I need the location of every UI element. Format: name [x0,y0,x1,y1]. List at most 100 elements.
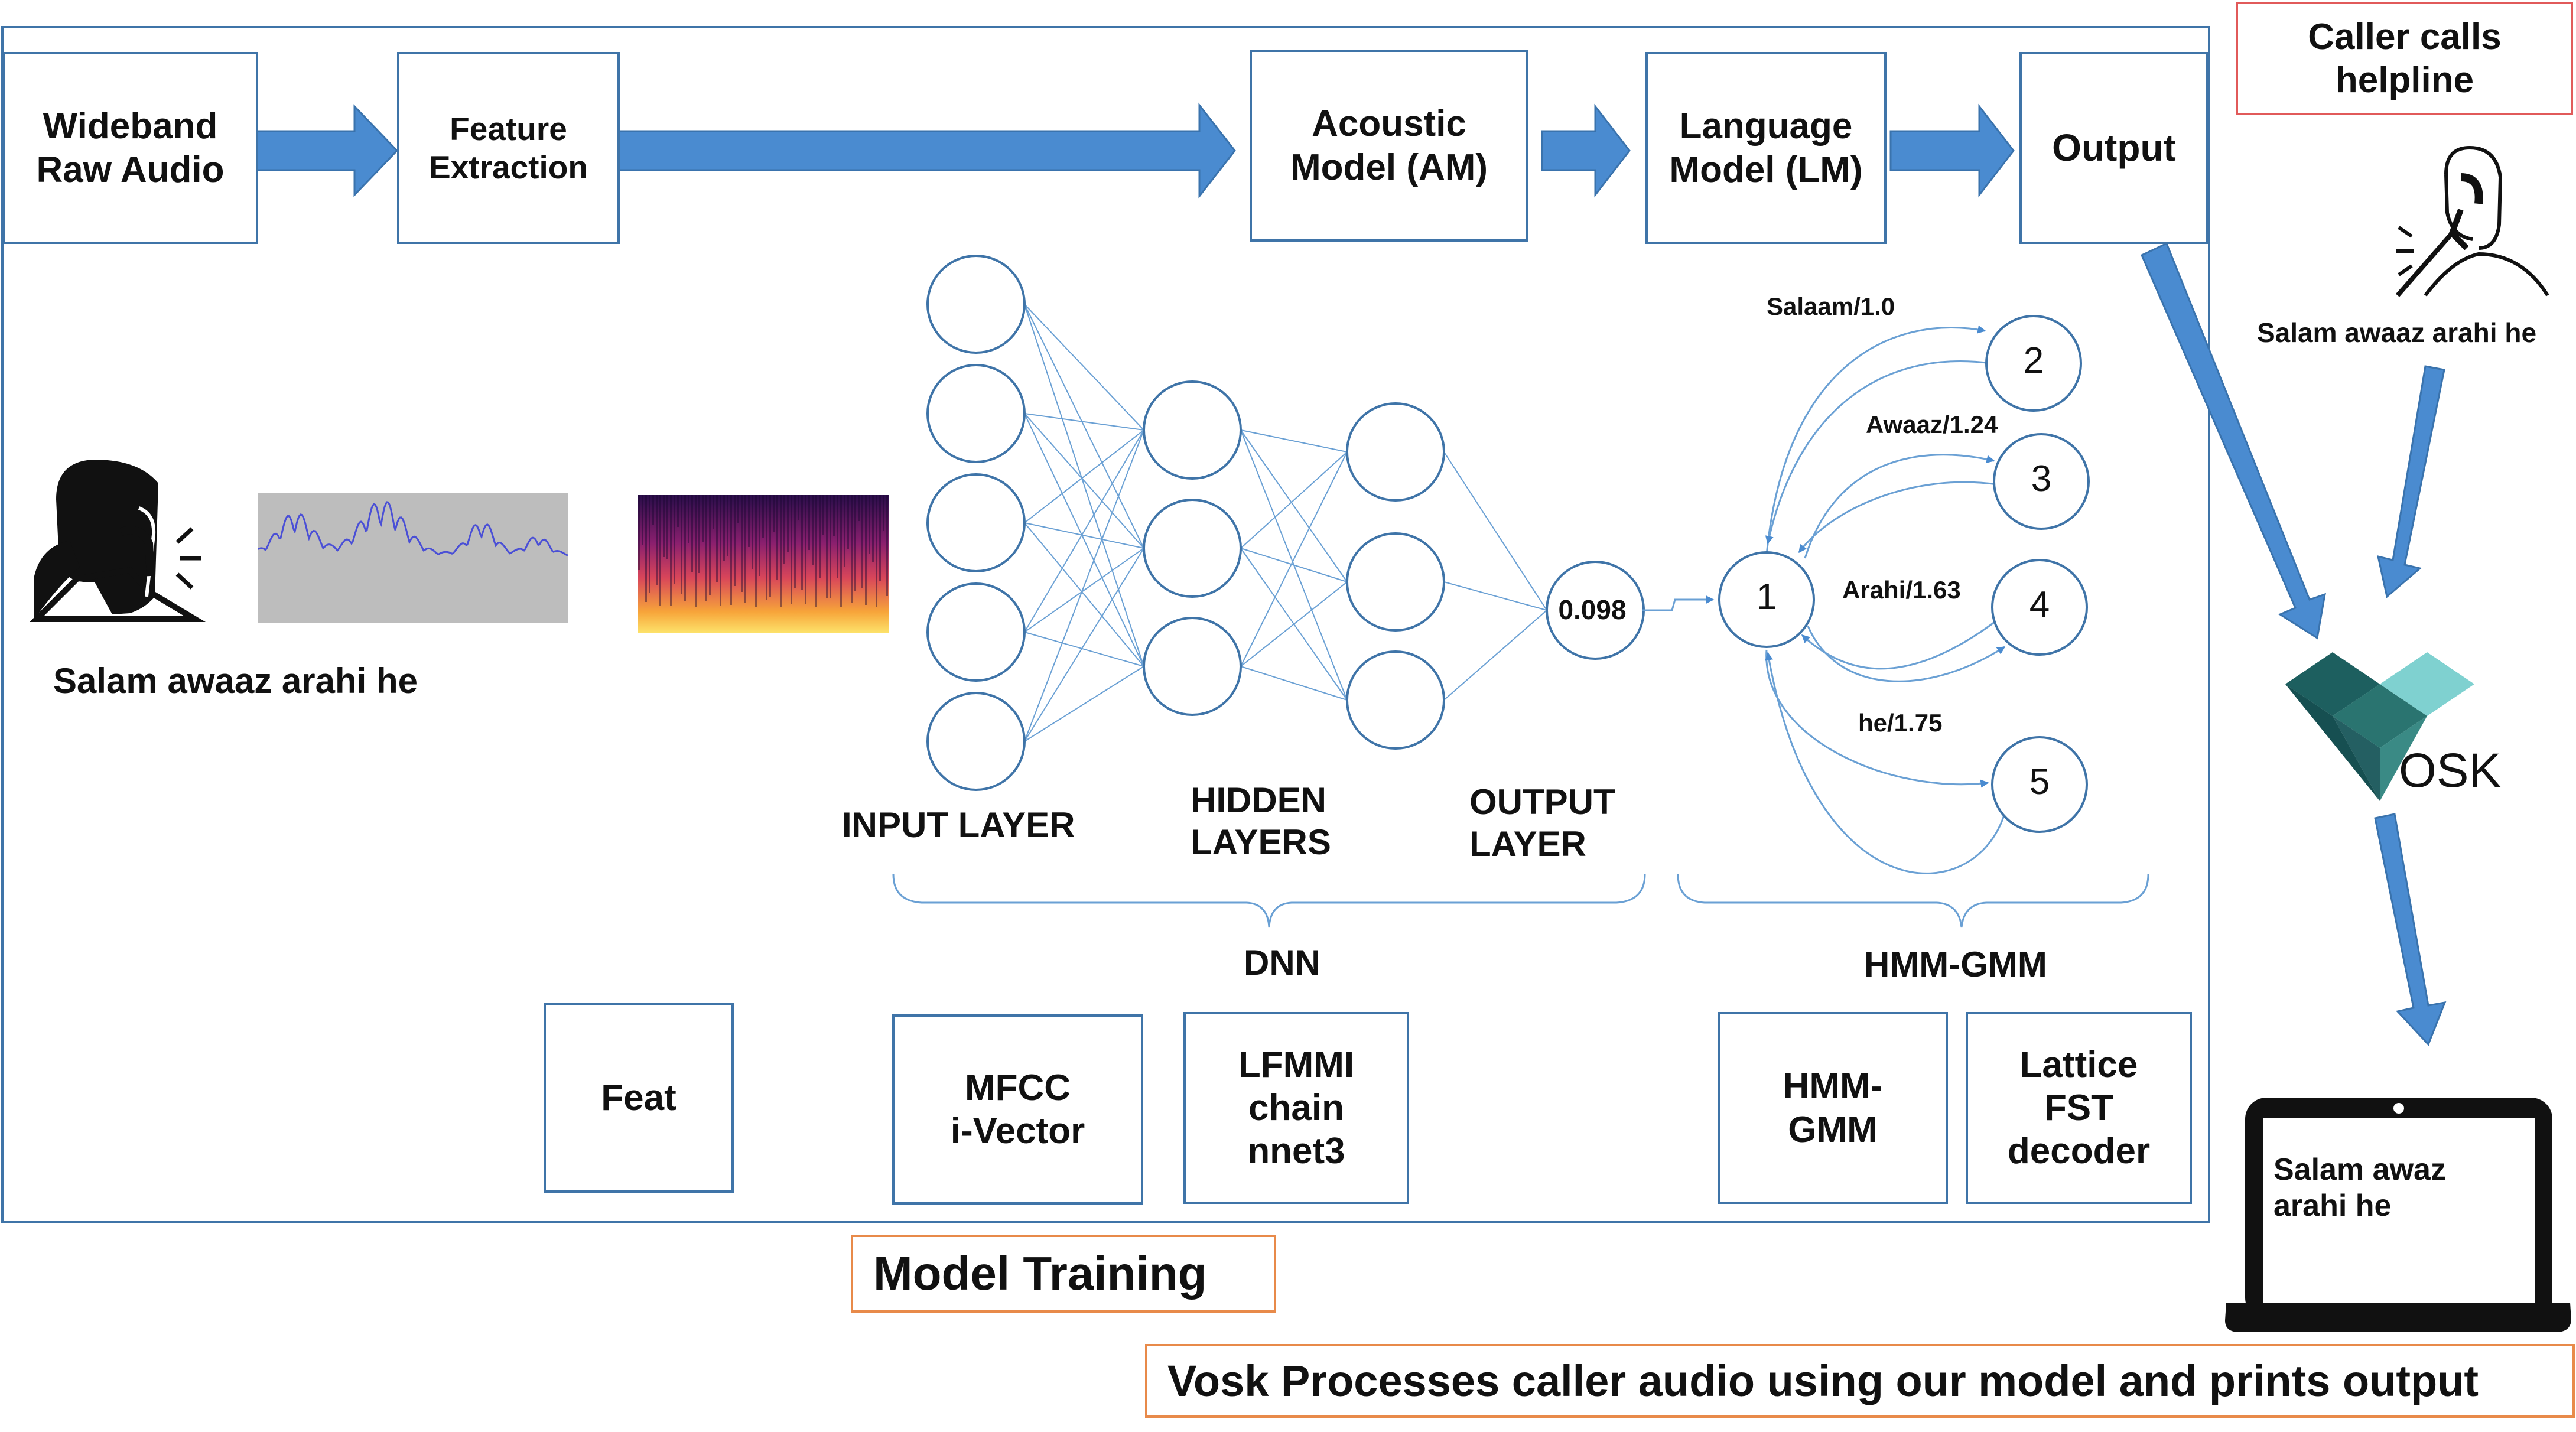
spectrogram-stripe [872,495,874,562]
spectrogram-stripe [642,495,643,545]
hidden-neuron [1346,402,1445,502]
dnn-edge [1024,666,1144,742]
spectrogram-stripe [638,495,640,570]
hidden-neuron [1143,380,1242,480]
spectrogram-stripe [879,495,881,581]
spectrogram-stripe [876,495,877,607]
spectrogram-stripe [652,495,654,525]
spectrogram-stripe [670,495,672,606]
dnn-edge [1240,548,1348,582]
hmm-state-2-circle [1985,315,2082,412]
dnn-edge [1443,610,1547,701]
dnn-edge [1024,413,1144,549]
spectrogram-stripe [798,495,799,520]
arrow-feature-to-am [618,102,1236,199]
dnn-edge [1024,632,1144,667]
arrow-vosk-to-laptop [2374,813,2447,1046]
hmm-state-4: 4 [2029,584,2050,625]
spectrogram-stripe [737,495,739,523]
spectrogram-stripe [744,495,746,603]
dnn-edge [1024,548,1144,633]
spectrogram-stripe [854,495,856,591]
vosk-process-caption: Vosk Processes caller audio using our mo… [1145,1344,2575,1418]
spectrogram-stripe [826,495,828,598]
model-training-text: Model Training [873,1247,1207,1300]
caller-icon-right [2395,145,2549,297]
left-caption: Salam awaaz arahi he [53,661,418,701]
hmm-gmm-box: HMM- GMM [1718,1012,1948,1204]
output-box: Output [2019,52,2209,244]
spectrogram-stripe [759,495,760,576]
vosk-logo [2285,652,2474,801]
arc-label-salaam: Salaam/1.0 [1767,292,1895,320]
spectrogram-stripe [695,495,697,607]
spectrogram-stripe [734,495,736,586]
spectrogram-stripe [858,495,860,521]
caller-icon-left [29,460,206,622]
dnn-nodes [926,255,1645,791]
dnn-edge [1240,666,1348,701]
lfmmi-chain-box: LFMMI chain nnet3 [1183,1012,1409,1204]
spectrogram-stripe [727,495,728,556]
arrow-caller-to-vosk [2377,365,2445,598]
hidden-neuron [1346,650,1445,750]
arc-label-he: he/1.75 [1858,709,1943,737]
input-neuron [926,364,1026,463]
spectrogram-stripe [720,495,721,606]
spectrogram-stripe [830,495,831,598]
spectrogram-stripe [812,495,814,565]
spectrogram-stripe [801,495,803,590]
spectrogram-stripe [837,495,838,578]
spectrogram-stripe [780,495,782,607]
spectrogram-stripe [787,495,789,552]
dnn-edge [1024,429,1144,523]
dnn-edge [1443,581,1547,611]
arc-label-awaaz: Awaaz/1.24 [1866,411,1998,438]
dnn-edge [1443,451,1547,611]
dnn-connections [1024,304,1547,742]
hmm-state-5-circle [1991,736,2088,833]
spectrogram-stripe [752,495,753,569]
model-training-label: Model Training [851,1235,1276,1313]
dnn-edge [1024,304,1144,431]
arrow-output-to-vosk [2141,242,2326,640]
hmm-state-3-circle [1993,433,2090,530]
spectrogram-stripe [698,495,700,573]
hmm-state-1: 1 [1756,577,1777,617]
spectrogram-stripe [822,495,824,535]
spectrogram-stripe [666,495,668,559]
spectrogram-stripe [674,495,675,584]
dnn-edge [1024,304,1144,667]
hidden-layers-label: HIDDEN LAYERS [1191,780,1331,862]
dnn-edge [1240,429,1348,453]
spectrogram-stripe [730,495,732,605]
spectrogram-stripe [663,495,665,557]
spectrogram-stripe [741,495,743,592]
mfcc-ivector-box: MFCC i-Vector [892,1014,1143,1205]
lattice-fst-decoder-box: Lattice FST decoder [1966,1012,2192,1204]
dnn-edge [1024,429,1144,633]
dnn-edge [1024,522,1144,667]
hidden-neuron [1143,499,1242,598]
arc-label-arahi: Arahi/1.63 [1842,576,1961,604]
spectrogram-stripe [713,495,714,529]
dnn-edge [1024,522,1144,549]
spectrogram-stripe [773,495,775,532]
spectrogram-stripe [766,495,767,600]
dnn-edge [1240,581,1348,667]
dnn-edge [1024,429,1144,742]
spectrogram-stripe [783,495,785,564]
input-neuron [926,473,1026,572]
spectrogram-stripe [805,495,806,604]
feat-box: Feat [544,1003,734,1193]
spectrogram-stripe [844,495,845,567]
feature-extraction-box: Feature Extraction [397,52,620,244]
group-braces [892,874,2149,928]
spectrogram-stripe [702,495,704,542]
wideband-raw-audio-box: Wideband Raw Audio [2,52,258,244]
hmm-arcs [1765,325,2007,874]
spectrogram-stripe [709,495,711,595]
spectrogram-stripe [851,495,853,603]
